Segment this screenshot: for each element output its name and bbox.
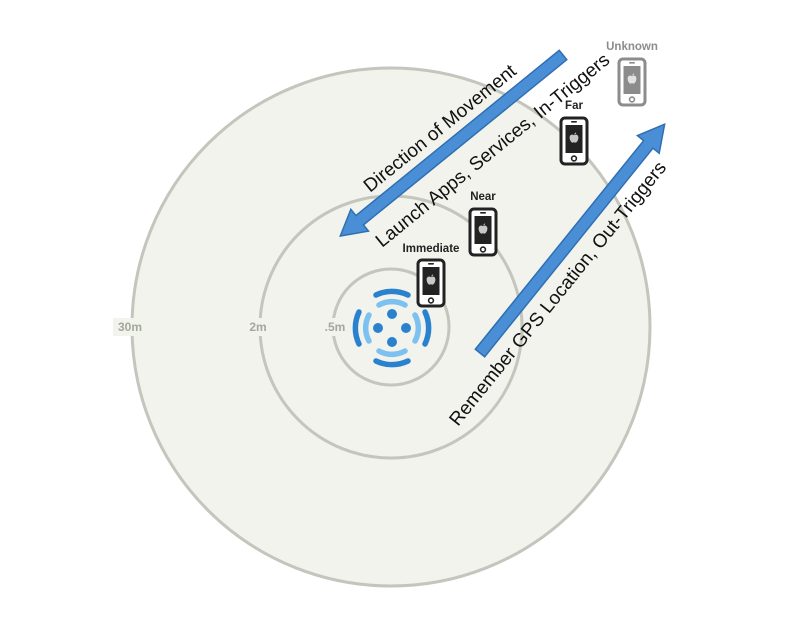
ring-label-bg <box>113 318 147 336</box>
smartphone-icon <box>559 116 589 166</box>
beacon-broadcast-icon <box>352 288 432 368</box>
phone-near <box>468 207 498 257</box>
zone-label-near: Near <box>470 191 496 203</box>
phone-unknown <box>617 57 647 107</box>
ring-label-bg <box>244 318 270 336</box>
inbound-movement-arrow <box>339 49 568 237</box>
ring-label-05m: .5m <box>325 320 346 334</box>
smartphone-icon <box>416 258 446 308</box>
phone-immediate <box>416 258 446 308</box>
ring-label-30m: 30m <box>118 320 142 334</box>
phone-far <box>559 116 589 166</box>
ring-label-2m: 2m <box>249 320 266 334</box>
ring-label-bg <box>320 318 350 336</box>
smartphone-icon <box>617 57 647 107</box>
smartphone-icon <box>468 207 498 257</box>
zone-label-immediate: Immediate <box>403 243 460 255</box>
outbound-movement-arrow <box>474 122 666 358</box>
zone-label-far: Far <box>565 100 583 112</box>
zone-label-unknown: Unknown <box>606 41 658 53</box>
